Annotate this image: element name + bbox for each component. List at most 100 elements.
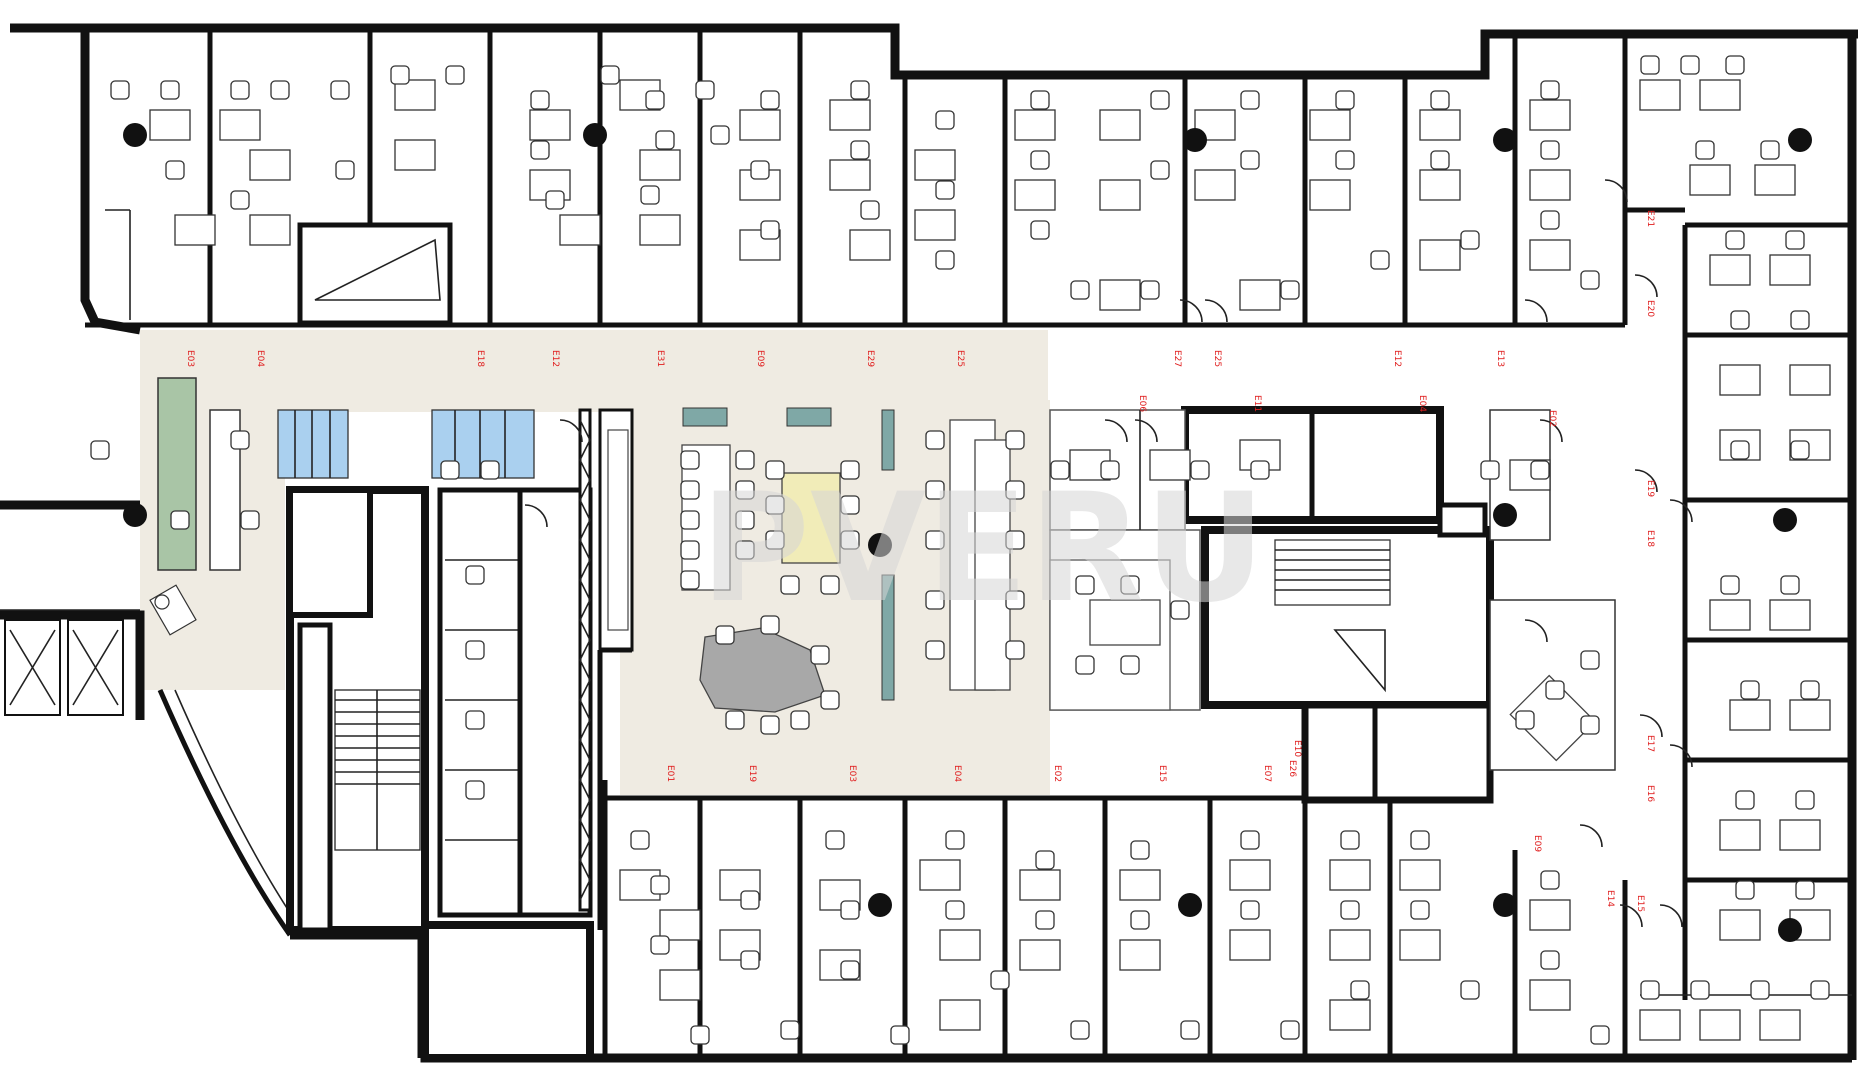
desk-icon — [1639, 1009, 1681, 1041]
chair-icon — [1030, 90, 1050, 110]
chair-icon — [1005, 590, 1025, 610]
room-label: E25 — [955, 350, 965, 367]
door-swing-icon — [1524, 619, 1548, 643]
chair-icon — [890, 1025, 910, 1045]
desk-icon — [1759, 1009, 1801, 1041]
chair-icon — [335, 160, 355, 180]
chair-icon — [90, 440, 110, 460]
chair-icon — [1640, 980, 1660, 1000]
chair-icon — [230, 80, 250, 100]
desk-icon — [1149, 449, 1191, 481]
door-swing-icon — [1539, 419, 1563, 443]
room-label: E17 — [1645, 735, 1655, 752]
elevators — [0, 609, 140, 716]
desk-icon — [559, 214, 601, 246]
chair-icon — [1150, 90, 1170, 110]
room-label: E02 — [1052, 765, 1062, 782]
desk-icon — [1329, 859, 1371, 891]
door-swing-icon — [1204, 299, 1228, 323]
desk-icon — [1719, 364, 1761, 396]
desk-icon — [849, 229, 891, 261]
chair-icon — [990, 970, 1010, 990]
chair-icon — [465, 640, 485, 660]
desk-icon — [914, 209, 956, 241]
chair-icon — [630, 830, 650, 850]
desk-icon — [1019, 939, 1061, 971]
chair-icon — [440, 460, 460, 480]
door-swing-icon — [559, 419, 583, 443]
desk-icon — [1419, 169, 1461, 201]
desk-icon — [394, 79, 436, 111]
chair-icon — [1750, 980, 1770, 1000]
chair-icon — [680, 480, 700, 500]
chair-icon — [680, 510, 700, 530]
desk-icon — [1099, 279, 1141, 311]
chair-icon — [1370, 250, 1390, 270]
chair-icon — [1540, 140, 1560, 160]
chair-icon — [810, 645, 830, 665]
chair-icon — [330, 80, 350, 100]
column-icon — [868, 533, 892, 557]
chair-icon — [1130, 840, 1150, 860]
column-icon — [1493, 503, 1517, 527]
chair-icon — [1725, 230, 1745, 250]
chair-icon — [530, 90, 550, 110]
chair-icon — [1780, 575, 1800, 595]
chair-icon — [840, 960, 860, 980]
desk-icon — [1239, 279, 1281, 311]
chair-icon — [1070, 280, 1090, 300]
room-label: E04 — [952, 765, 962, 782]
chair-icon — [1800, 680, 1820, 700]
column-icon — [868, 893, 892, 917]
desk-icon — [1699, 79, 1741, 111]
chair-icon — [925, 430, 945, 450]
chair-icon — [1580, 715, 1600, 735]
desk-icon — [939, 999, 981, 1031]
chair-icon — [1035, 850, 1055, 870]
room-label: E07 — [1262, 765, 1272, 782]
chair-icon — [1120, 655, 1140, 675]
column-icon — [1788, 128, 1812, 152]
right-offices — [1625, 207, 1852, 1000]
chair-icon — [735, 540, 755, 560]
chair-icon — [680, 450, 700, 470]
chair-icon — [1540, 80, 1560, 100]
chair-icon — [1240, 150, 1260, 170]
chair-icon — [690, 1025, 710, 1045]
room-label: E10 — [1292, 740, 1302, 757]
chair-icon — [640, 185, 660, 205]
chair-icon — [465, 710, 485, 730]
meeting-table — [781, 472, 841, 564]
chair-icon — [110, 80, 130, 100]
door-swing-icon — [1604, 179, 1628, 203]
chair-icon — [945, 900, 965, 920]
chair-icon — [825, 830, 845, 850]
chair-icon — [860, 200, 880, 220]
chair-icon — [655, 130, 675, 150]
desk-icon — [1509, 674, 1597, 762]
desk-icon — [1309, 109, 1351, 141]
chair-icon — [935, 250, 955, 270]
room-label: E18 — [475, 350, 485, 367]
chair-icon — [740, 950, 760, 970]
chair-icon — [760, 615, 780, 635]
room-label: E19 — [1645, 480, 1655, 497]
chair-icon — [840, 495, 860, 515]
chair-icon — [1075, 655, 1095, 675]
top-offices — [85, 28, 1628, 328]
elevator-icon — [67, 619, 124, 716]
chair-icon — [1005, 480, 1025, 500]
bench-seat — [786, 407, 832, 427]
room-label: E18 — [1645, 530, 1655, 547]
room-label: E25 — [1212, 350, 1222, 367]
stair-icon — [1274, 539, 1391, 693]
chair-icon — [1340, 900, 1360, 920]
chair-icon — [680, 540, 700, 560]
chair-icon — [725, 710, 745, 730]
room-label: E12 — [550, 350, 560, 367]
chair-icon — [1695, 140, 1715, 160]
desk-icon — [659, 969, 701, 1001]
desk-icon — [1769, 254, 1811, 286]
